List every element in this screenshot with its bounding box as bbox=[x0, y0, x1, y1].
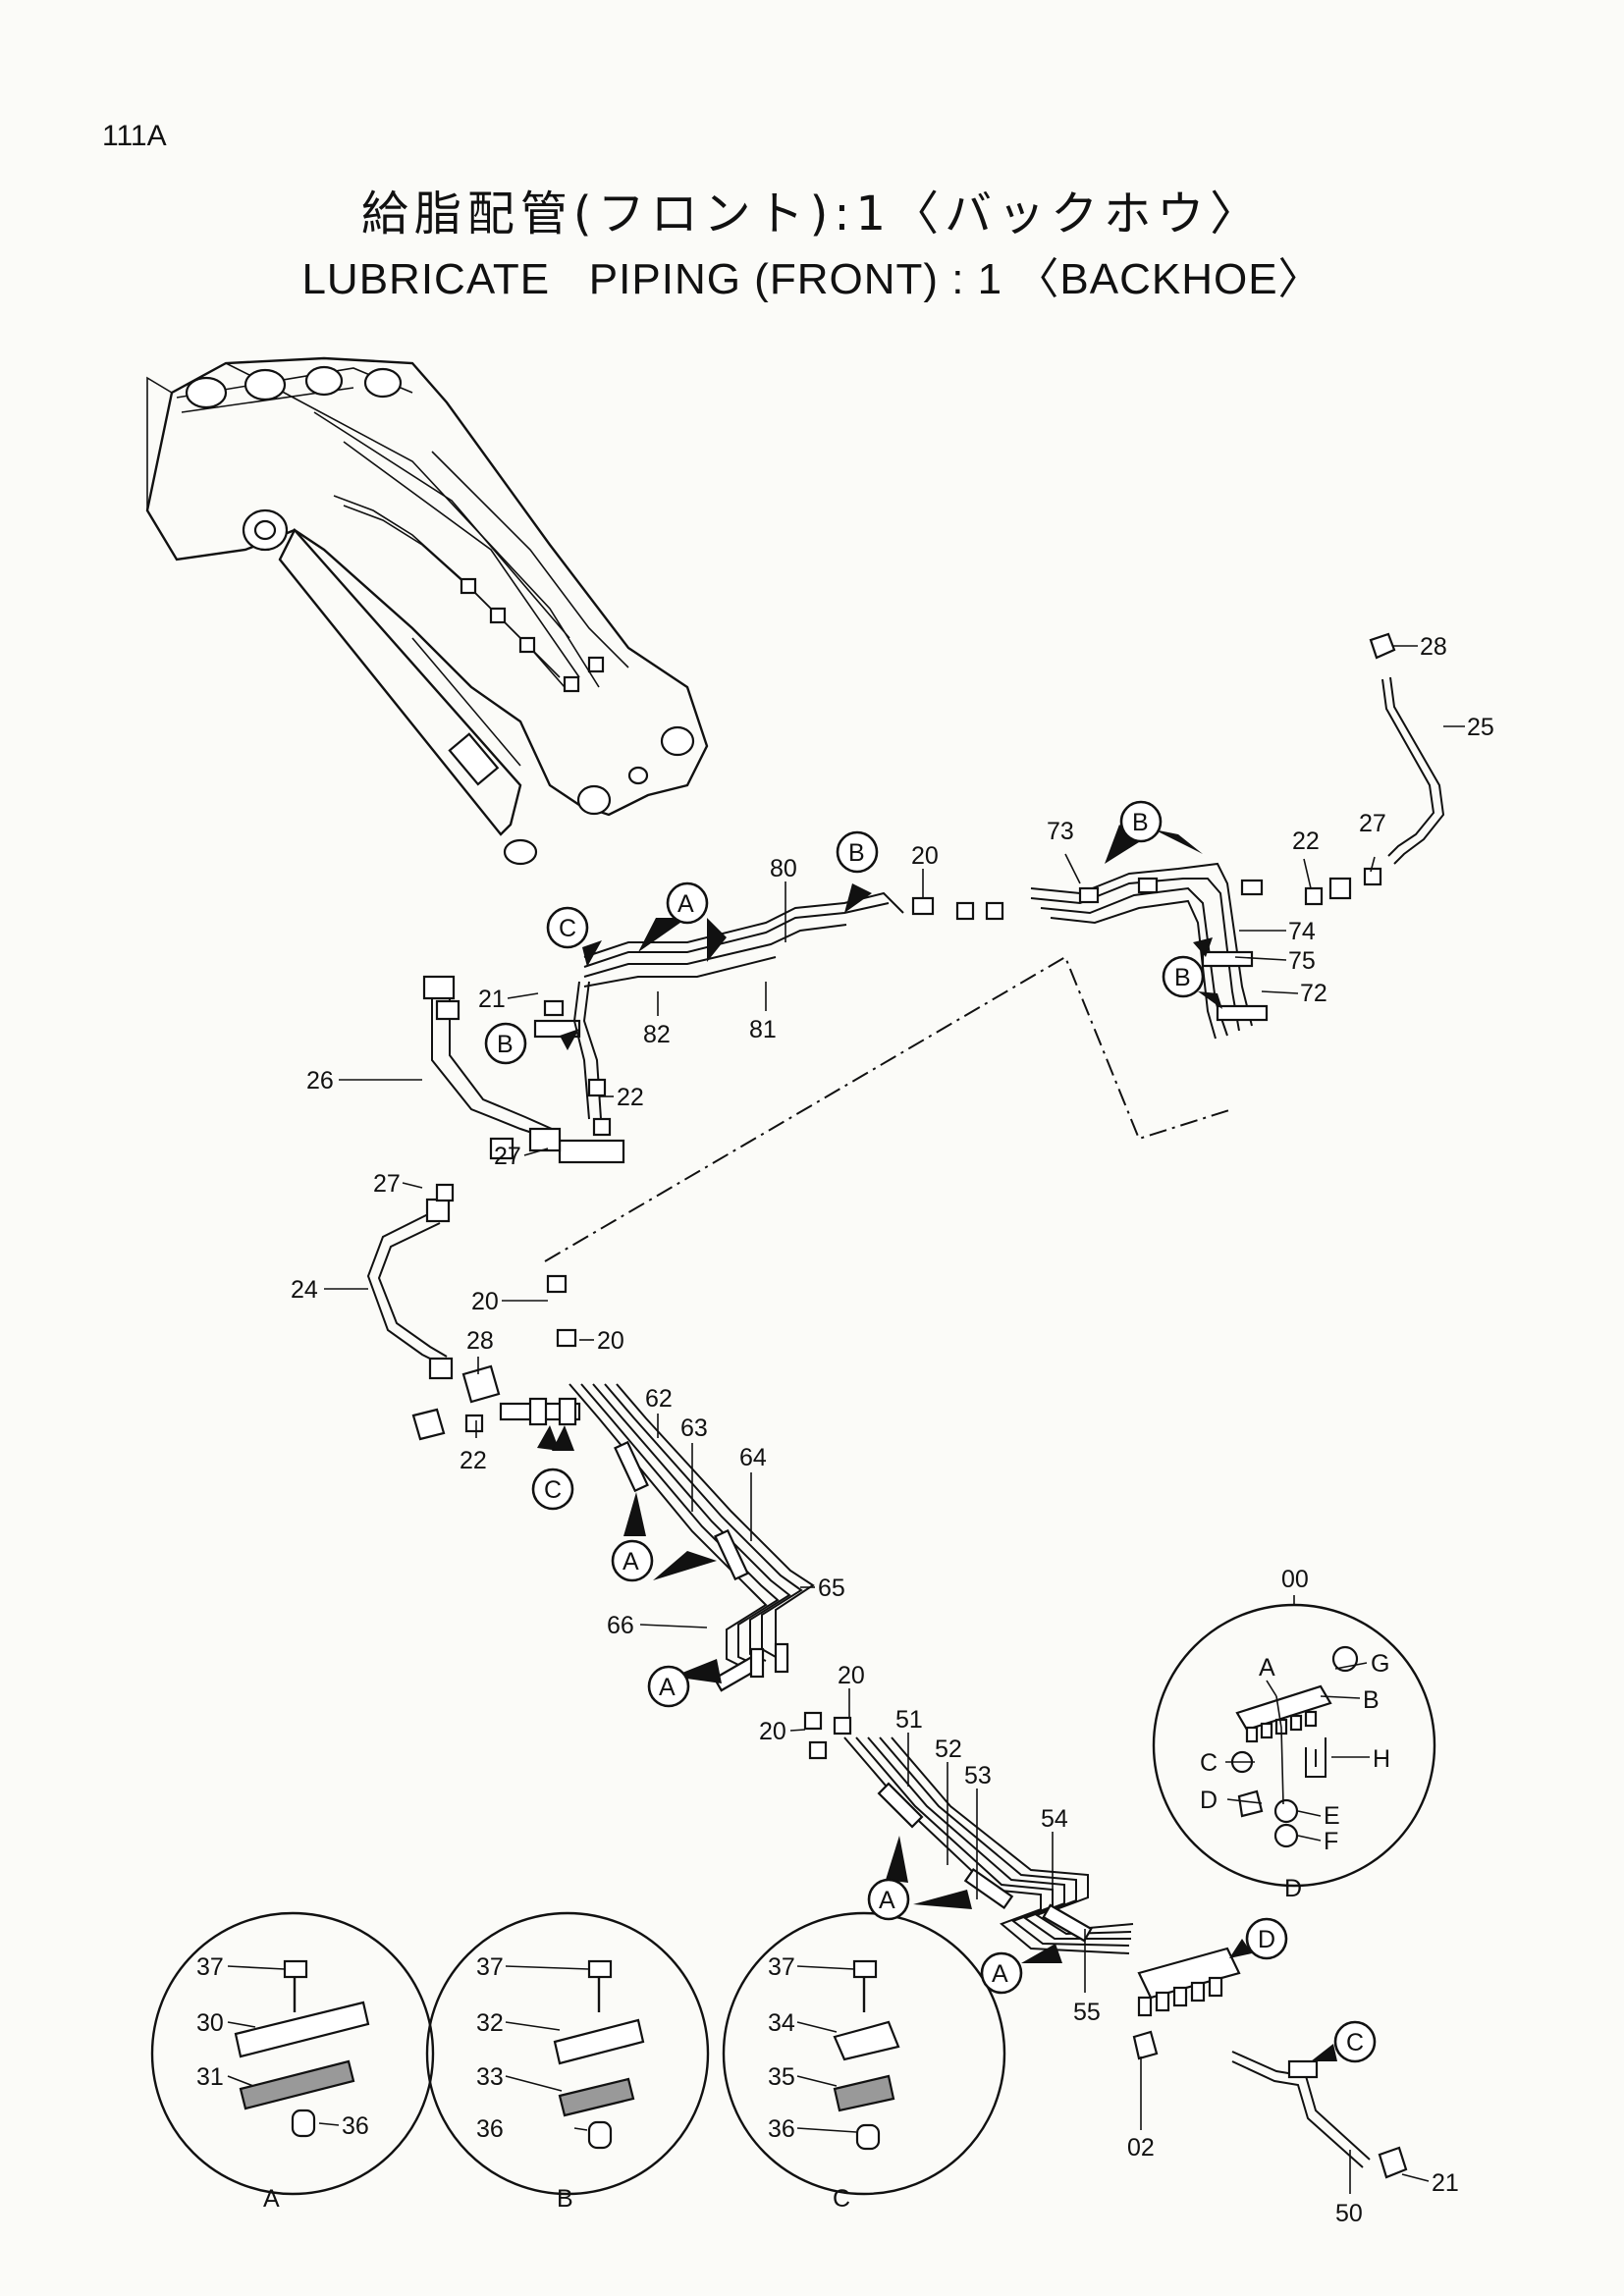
bubble-c3: C bbox=[1346, 2029, 1364, 2056]
detail-b bbox=[425, 1911, 710, 2196]
lower-pipe-assembly bbox=[749, 1642, 1134, 1954]
detail-a-30: 30 bbox=[196, 2009, 224, 2037]
callout-52: 52 bbox=[935, 1735, 962, 1763]
bubble-b3: B bbox=[1174, 964, 1191, 991]
detail-b-labels: 37 32 33 36 B bbox=[476, 1953, 573, 2213]
callout-28: 28 bbox=[466, 1327, 494, 1355]
callout-50: 50 bbox=[1335, 2200, 1363, 2227]
title-japanese: 給脂配管(フロント):1〈バックホウ〉 bbox=[360, 187, 1264, 241]
detail-a-36: 36 bbox=[342, 2112, 369, 2140]
detail-b-36: 36 bbox=[476, 2115, 504, 2143]
bubble-c1: C bbox=[559, 915, 576, 942]
callout-72: 72 bbox=[1300, 980, 1327, 1007]
callout-53: 53 bbox=[964, 1762, 992, 1789]
detail-a-37: 37 bbox=[196, 1953, 224, 1981]
detail-00-caption: D bbox=[1284, 1875, 1302, 1902]
callout-20: 20 bbox=[597, 1327, 624, 1355]
detail-label-h: H bbox=[1373, 1745, 1390, 1773]
detail-label-c: C bbox=[1200, 1749, 1218, 1777]
boom-arm-illustration bbox=[145, 356, 709, 866]
callout-65: 65 bbox=[818, 1575, 845, 1602]
detail-a-31: 31 bbox=[196, 2063, 224, 2091]
callout-51: 51 bbox=[895, 1706, 923, 1734]
bubble-c2: C bbox=[544, 1476, 562, 1504]
detail-label-f: F bbox=[1324, 1828, 1338, 1855]
callout-82: 82 bbox=[643, 1021, 671, 1048]
detail-c bbox=[722, 1911, 1006, 2196]
connection-lines bbox=[544, 955, 1233, 1262]
callout-21: 21 bbox=[478, 986, 506, 1013]
callout-00: 00 bbox=[1281, 1566, 1309, 1593]
bubble-b2: B bbox=[1132, 809, 1149, 836]
detail-a-labels: 37 30 31 36 A bbox=[196, 1953, 369, 2213]
callout-66: 66 bbox=[607, 1612, 634, 1639]
leader-lines bbox=[227, 645, 1465, 2194]
callout-62: 62 bbox=[645, 1385, 673, 1413]
detail-c-35: 35 bbox=[768, 2063, 795, 2091]
bubble-a1: A bbox=[677, 890, 694, 918]
callout-20: 20 bbox=[911, 842, 939, 870]
callout-73: 73 bbox=[1047, 818, 1074, 845]
bubble-pointers bbox=[537, 825, 1337, 2061]
detail-b-37: 37 bbox=[476, 1953, 504, 1981]
bubble-b1: B bbox=[848, 839, 865, 867]
detail-label-e: E bbox=[1324, 1802, 1340, 1830]
callout-55: 55 bbox=[1073, 1999, 1101, 2026]
part-callouts: 28 25 73 22 27 74 75 72 80 20 21 82 81 2… bbox=[291, 633, 1494, 2227]
callout-74: 74 bbox=[1288, 918, 1316, 945]
page-number: 111A bbox=[102, 120, 167, 152]
callout-81: 81 bbox=[749, 1016, 777, 1043]
bubble-a4: A bbox=[879, 1887, 895, 1914]
callout-63: 63 bbox=[680, 1415, 708, 1442]
callout-54: 54 bbox=[1041, 1805, 1068, 1833]
detail-00-labels: A G B C H D E F D bbox=[1200, 1650, 1390, 1902]
callout-20: 20 bbox=[838, 1662, 865, 1689]
title-english: LUBRICATE PIPING (FRONT) : 1 〈BACKHOE〉 bbox=[301, 255, 1323, 303]
detail-label-g: G bbox=[1371, 1650, 1389, 1678]
detail-c-36: 36 bbox=[768, 2115, 795, 2143]
bubble-a2: A bbox=[623, 1548, 639, 1575]
detail-b-33: 33 bbox=[476, 2063, 504, 2091]
detail-c-labels: 37 34 35 36 C bbox=[768, 1953, 850, 2213]
detail-a bbox=[150, 1911, 435, 2196]
callout-22: 22 bbox=[617, 1084, 644, 1111]
callout-20: 20 bbox=[471, 1288, 499, 1315]
bubble-a5: A bbox=[992, 1960, 1008, 1988]
callout-02: 02 bbox=[1127, 2134, 1155, 2162]
detail-a-caption: A bbox=[263, 2185, 280, 2213]
upper-pipe-assembly bbox=[366, 632, 1445, 1441]
detail-b-caption: B bbox=[557, 2185, 573, 2213]
callout-27: 27 bbox=[494, 1143, 521, 1170]
distributor-block bbox=[1132, 1947, 1408, 2179]
callout-22: 22 bbox=[460, 1447, 487, 1474]
detail-c-caption: C bbox=[833, 2185, 850, 2213]
bubble-b4: B bbox=[497, 1031, 514, 1058]
callout-80: 80 bbox=[770, 855, 797, 882]
detail-c-34: 34 bbox=[768, 2009, 795, 2037]
callout-24: 24 bbox=[291, 1276, 318, 1304]
callout-25: 25 bbox=[1467, 714, 1494, 741]
callout-21: 21 bbox=[1432, 2169, 1459, 2197]
bubble-a3: A bbox=[659, 1674, 676, 1701]
callout-27: 27 bbox=[373, 1170, 401, 1198]
callout-22: 22 bbox=[1292, 828, 1320, 855]
detail-label-b: B bbox=[1363, 1686, 1380, 1714]
callout-27: 27 bbox=[1359, 810, 1386, 837]
detail-b-32: 32 bbox=[476, 2009, 504, 2037]
callout-75: 75 bbox=[1288, 947, 1316, 975]
reference-bubbles: A B B B C B C A A A A D C bbox=[484, 800, 1377, 2063]
callout-64: 64 bbox=[739, 1444, 767, 1471]
detail-c-37: 37 bbox=[768, 1953, 795, 1981]
detail-label-d: D bbox=[1200, 1787, 1218, 1814]
callout-28: 28 bbox=[1420, 633, 1447, 661]
detail-label-a: A bbox=[1259, 1654, 1275, 1682]
callout-20: 20 bbox=[759, 1718, 786, 1745]
callout-26: 26 bbox=[306, 1067, 334, 1095]
detail-00 bbox=[1152, 1603, 1436, 1888]
bubble-d1: D bbox=[1258, 1926, 1275, 1953]
